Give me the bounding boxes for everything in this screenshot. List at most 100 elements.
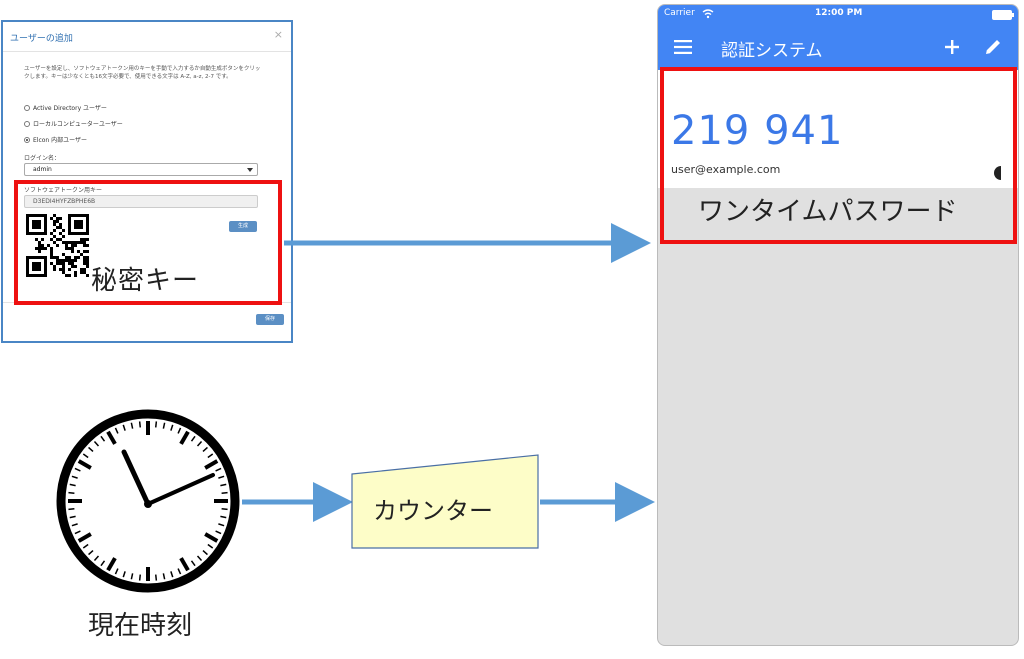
- clock-minute-tick: [93, 555, 100, 561]
- clock-minute-tick: [177, 568, 182, 575]
- qr-code-image: [26, 214, 89, 277]
- token-key-label: ソフトウェアトークン用キー: [24, 187, 103, 194]
- clock-minute-tick: [221, 507, 228, 511]
- clock-minute-tick: [154, 574, 158, 581]
- clock-minute-tick: [68, 507, 75, 511]
- dialog-description: ユーザーを設定し、ソフトウェアトークン用のキーを手動で入力するか自動生成ボタンを…: [24, 66, 261, 80]
- radio-local-user[interactable]: ローカルコンピューターユーザー: [24, 119, 123, 128]
- clock-minute-tick: [74, 530, 81, 535]
- clock-minute-tick: [130, 573, 134, 580]
- save-button[interactable]: 保存: [256, 314, 284, 325]
- clock-minute-tick: [122, 571, 126, 578]
- clock-minute-tick: [218, 523, 225, 527]
- clock-minute-tick: [162, 422, 166, 429]
- clock-minute-tick: [196, 555, 203, 561]
- clock-minute-tick: [122, 424, 126, 431]
- menu-icon[interactable]: [674, 40, 692, 54]
- clock-minute-tick: [215, 467, 222, 472]
- clock-icon: [56, 409, 240, 593]
- battery-icon: [992, 10, 1014, 20]
- countdown-timer-icon: [994, 166, 1001, 180]
- clock-minute-tick: [190, 435, 196, 442]
- clock-minute-tick: [68, 491, 75, 495]
- secret-key-highlight: [14, 180, 282, 305]
- clock-hour-tick: [204, 532, 219, 543]
- clock-hour-tick: [204, 459, 219, 470]
- generate-button[interactable]: 生成: [229, 221, 257, 232]
- clock-minute-tick: [207, 543, 214, 549]
- clock-minute-tick: [69, 483, 76, 487]
- clock-minute-tick: [114, 568, 119, 575]
- clock-minute-tick: [221, 491, 228, 495]
- clock-minute-tick: [190, 560, 196, 567]
- clock-hour-hand: [121, 449, 151, 507]
- clock-minute-tick: [207, 453, 214, 459]
- edit-pencil-icon[interactable]: [985, 38, 1002, 55]
- clock-minute-tick: [69, 515, 76, 519]
- authenticator-phone: Carrier 12:00 PM 認証システム 219 941 user@exa…: [657, 4, 1019, 646]
- radio-button[interactable]: [24, 120, 30, 127]
- counter-label: カウンター: [373, 497, 493, 525]
- clock-minute-tick: [88, 446, 94, 453]
- clock-minute-tick: [93, 441, 100, 447]
- clock-time: 12:00 PM: [815, 8, 863, 18]
- token-key-input[interactable]: D3EDI4HYFZBPHE6B: [24, 195, 258, 208]
- clock-minute-tick: [138, 574, 142, 581]
- clock-minute-tick: [202, 549, 208, 556]
- otp-card: 219 941 user@example.com: [658, 70, 1018, 188]
- clock-minute-tick: [220, 515, 227, 519]
- app-bar: 認証システム: [658, 24, 1018, 70]
- chevron-down-icon: [247, 168, 253, 172]
- clock-minute-tick: [170, 424, 174, 431]
- clock-minute-tick: [162, 573, 166, 580]
- clock-minute-tick: [114, 427, 119, 434]
- clock-hour-tick: [106, 557, 117, 572]
- clock-minute-tick: [138, 421, 142, 428]
- carrier-label: Carrier: [664, 8, 695, 18]
- clock-minute-tick: [74, 467, 81, 472]
- clock-minute-tick: [170, 571, 174, 578]
- clock-hour-tick: [179, 557, 190, 572]
- otp-code: 219 941: [671, 108, 844, 154]
- clock-minute-tick: [100, 560, 106, 567]
- radio-button[interactable]: [24, 104, 30, 111]
- login-label: ログイン名：: [24, 155, 61, 162]
- clock-minute-tick: [130, 422, 134, 429]
- close-icon[interactable]: ×: [273, 28, 283, 41]
- clock-minute-tick: [88, 549, 94, 556]
- otp-highlight: [660, 67, 1017, 244]
- clock-minute-tick: [100, 435, 106, 442]
- clock-minute-tick: [71, 523, 78, 527]
- clock-minute-tick: [177, 427, 182, 434]
- clock-minute-tick: [154, 421, 158, 428]
- clock-minute-tick: [71, 475, 78, 479]
- clock-hour-tick: [77, 532, 92, 543]
- status-bar: Carrier 12:00 PM: [658, 5, 1018, 24]
- account-email: user@example.com: [671, 163, 781, 176]
- secret-key-label: 秘密キー: [91, 266, 200, 296]
- add-icon[interactable]: [945, 40, 959, 54]
- counter-box: [351, 454, 539, 549]
- clock-minute-tick: [82, 543, 89, 549]
- current-time-label: 現在時刻: [88, 611, 193, 641]
- clock-minute-tick: [196, 441, 203, 447]
- clock-minute-tick: [218, 475, 225, 479]
- clock-minute-tick: [82, 453, 89, 459]
- radio-internal-user[interactable]: Elcon 内部ユーザー: [24, 135, 87, 144]
- clock-minute-tick: [215, 530, 222, 535]
- one-time-password-label: ワンタイムパスワード: [698, 197, 958, 227]
- radio-active-directory[interactable]: Active Directory ユーザー: [24, 103, 107, 112]
- login-select[interactable]: admin: [24, 163, 258, 176]
- clock-minute-tick: [220, 483, 227, 487]
- dialog-title: ユーザーの追加: [10, 34, 73, 44]
- clock-hour-tick: [77, 459, 92, 470]
- dialog-divider: [3, 51, 291, 52]
- clock-minute-hand: [146, 473, 215, 506]
- clock-hour-tick: [179, 430, 190, 445]
- wifi-icon: [702, 9, 714, 19]
- clock-hour-tick: [106, 430, 117, 445]
- app-title: 認証システム: [721, 41, 823, 61]
- clock-minute-tick: [202, 446, 208, 453]
- radio-button-selected[interactable]: [24, 136, 30, 143]
